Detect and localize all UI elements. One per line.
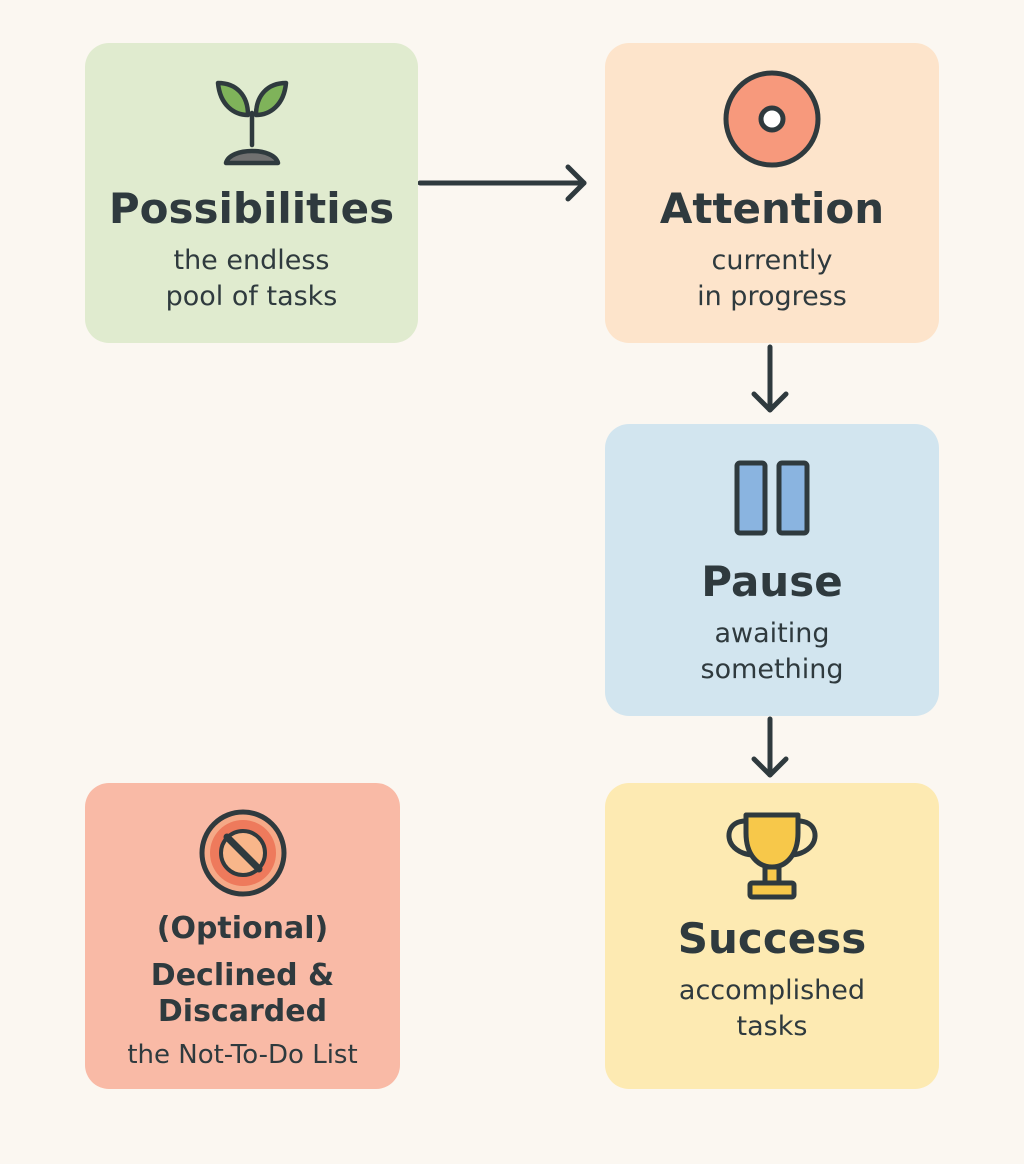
arrow-attention-to-pause: [751, 344, 789, 413]
node-subtitle: the Not-To-Do List: [127, 1040, 358, 1070]
node-pause: Pause awaiting something: [605, 424, 939, 716]
node-title: Possibilities: [108, 184, 395, 233]
pause-icon: [734, 460, 810, 536]
node-success: Success accomplished tasks: [605, 783, 939, 1089]
arrow-possibilities-to-attention: [417, 164, 587, 202]
node-subtitle-line-2: pool of tasks: [165, 281, 338, 312]
node-subtitle-line-1: accomplished: [678, 975, 866, 1006]
node-title-line-2: Discarded: [157, 994, 328, 1029]
target-icon: [723, 70, 821, 168]
node-declined: (Optional) Declined & Discarded the Not-…: [85, 783, 400, 1089]
node-title: Pause: [701, 557, 843, 606]
node-title-line-1: Declined &: [150, 958, 335, 993]
node-subtitle-line-2: in progress: [697, 281, 847, 312]
node-subtitle-line-1: currently: [711, 245, 833, 276]
node-attention: Attention currently in progress: [605, 43, 939, 343]
node-subtitle-line-2: tasks: [736, 1011, 808, 1042]
node-subtitle-line-1: the endless: [173, 245, 330, 276]
node-possibilities: Possibilities the endless pool of tasks: [85, 43, 418, 343]
node-subtitle-line-1: awaiting: [714, 618, 830, 649]
prohibited-icon: [199, 809, 286, 897]
sprout-icon: [215, 80, 288, 166]
node-title: Success: [677, 914, 867, 963]
node-title: Attention: [659, 184, 885, 233]
trophy-icon: [726, 812, 818, 900]
node-subtitle-line-2: something: [700, 654, 844, 685]
arrow-pause-to-success: [751, 716, 789, 778]
node-label: (Optional): [156, 911, 329, 946]
